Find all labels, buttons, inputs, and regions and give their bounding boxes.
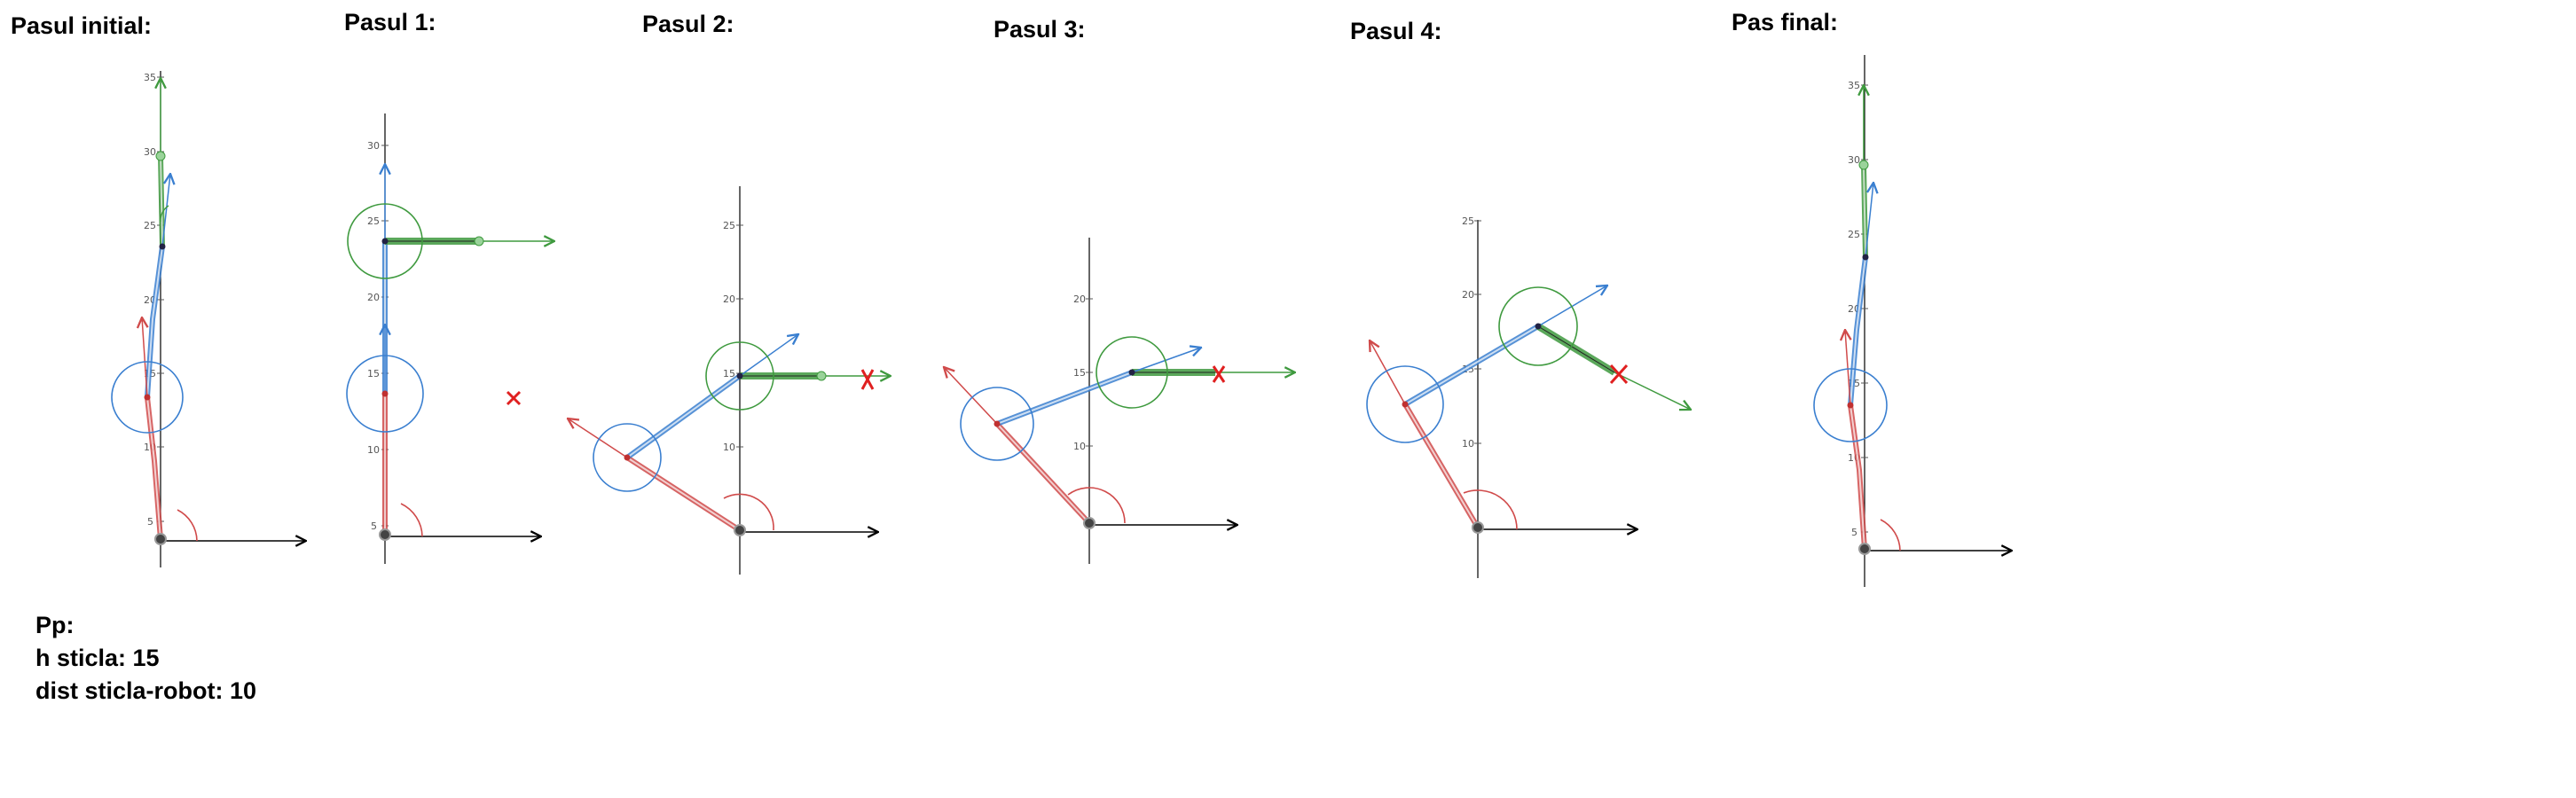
svg-text:35: 35 bbox=[1848, 80, 1860, 91]
joint-3-circle bbox=[1498, 286, 1578, 366]
diagram-final: 35 30 25 20 15 10 5 bbox=[1813, 55, 2012, 587]
svg-text:30: 30 bbox=[1848, 154, 1860, 166]
svg-text:15: 15 bbox=[723, 368, 735, 379]
svg-text:30: 30 bbox=[367, 140, 380, 152]
svg-text:30: 30 bbox=[144, 146, 156, 158]
target-marker bbox=[1212, 365, 1226, 383]
target-marker bbox=[506, 390, 522, 406]
svg-text:25: 25 bbox=[1848, 229, 1860, 240]
note-bottle-height: h sticla: 15 bbox=[35, 645, 160, 671]
diagram-step-2: 25 20 15 10 bbox=[568, 186, 891, 575]
svg-text:20: 20 bbox=[723, 293, 735, 305]
step-title-initial: Pasul initial: bbox=[11, 12, 153, 39]
svg-text:10: 10 bbox=[367, 444, 380, 456]
diagram-step-3: 20 15 10 bbox=[944, 238, 1295, 564]
svg-text:25: 25 bbox=[1462, 215, 1474, 227]
diagram-step-4: 25 20 15 10 bbox=[1366, 215, 1691, 578]
joint-3-circle bbox=[347, 203, 423, 279]
joint-2-circle bbox=[1366, 365, 1444, 443]
step-title-1: Pasul 1: bbox=[344, 9, 436, 35]
step-title-final: Pas final: bbox=[1732, 9, 1839, 35]
svg-text:20: 20 bbox=[1073, 293, 1086, 305]
diagram-step-1: 30 25 20 15 10 5 bbox=[346, 113, 554, 564]
step-title-4: Pasul 4: bbox=[1350, 18, 1442, 44]
joint-2-circle bbox=[111, 361, 184, 434]
svg-text:20: 20 bbox=[1462, 289, 1474, 301]
svg-text:25: 25 bbox=[367, 215, 380, 227]
joint-3-circle bbox=[705, 341, 774, 411]
target-marker bbox=[1609, 364, 1629, 385]
joint-2-circle bbox=[593, 423, 662, 492]
svg-text:5: 5 bbox=[1851, 527, 1857, 538]
diagram-initial: 35 30 25 20 15 10 5 bbox=[111, 71, 306, 567]
target-marker bbox=[860, 369, 875, 390]
svg-text:15: 15 bbox=[367, 368, 380, 379]
svg-text:10: 10 bbox=[1462, 438, 1474, 450]
svg-text:35: 35 bbox=[144, 72, 156, 83]
joint-2-circle bbox=[1813, 368, 1888, 442]
note-heading: Pp: bbox=[35, 612, 75, 638]
svg-text:5: 5 bbox=[147, 516, 153, 528]
svg-text:5: 5 bbox=[371, 520, 377, 532]
joint-2-circle bbox=[960, 387, 1034, 461]
svg-text:10: 10 bbox=[723, 442, 735, 453]
note-bottle-distance: dist sticla-robot: 10 bbox=[35, 677, 257, 704]
joint-3-circle bbox=[1096, 336, 1168, 409]
step-title-2: Pasul 2: bbox=[642, 11, 734, 37]
joint-2-circle bbox=[346, 355, 424, 433]
svg-text:20: 20 bbox=[367, 292, 380, 303]
svg-text:15: 15 bbox=[1073, 367, 1086, 379]
svg-text:25: 25 bbox=[723, 220, 735, 231]
svg-text:25: 25 bbox=[144, 220, 156, 231]
svg-text:10: 10 bbox=[1073, 441, 1086, 452]
step-title-3: Pasul 3: bbox=[993, 16, 1086, 43]
